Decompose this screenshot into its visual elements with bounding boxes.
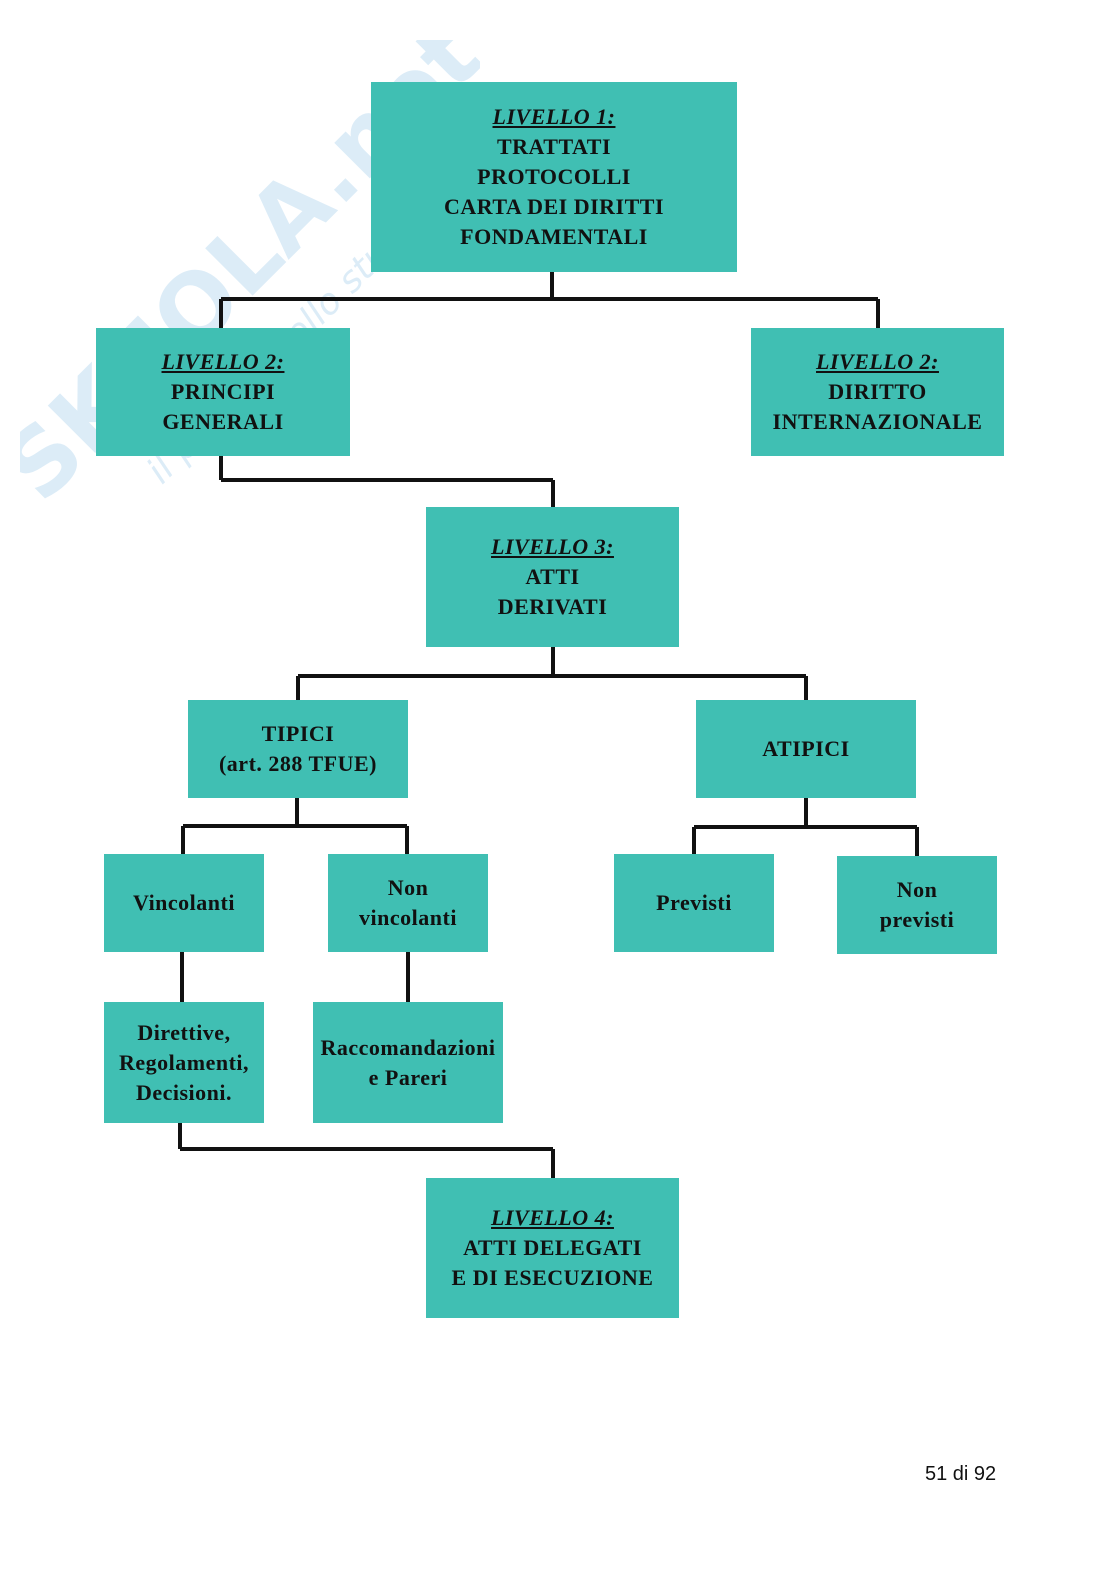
page-number: 51 di 92 <box>925 1463 997 1485</box>
box-text: GENERALI <box>162 409 284 434</box>
box-previsti: Previsti <box>614 854 774 952</box>
box-vincolanti: Vincolanti <box>104 854 264 952</box>
box-text: PRINCIPI <box>170 379 276 404</box>
box-tipici: TIPICI (art. 288 TFUE) <box>188 700 408 798</box>
box-livello-1: LIVELLO 1: TRATTATI PROTOCOLLI CARTA DEI… <box>371 82 737 272</box>
box-text: TRATTATI <box>496 134 612 159</box>
box-text: Previsti <box>656 890 732 915</box>
level-label: LIVELLO 2: <box>816 349 939 374</box>
box-livello-3: LIVELLO 3: ATTI DERIVATI <box>426 507 679 647</box>
level-label: LIVELLO 4: <box>491 1205 614 1230</box>
box-text: CARTA DEI DIRITTI <box>443 194 665 219</box>
box-text: FONDAMENTALI <box>460 224 648 249</box>
box-text: Vincolanti <box>133 890 235 915</box>
box-text: INTERNAZIONALE <box>772 409 983 434</box>
box-text: vincolanti <box>359 905 457 930</box>
box-text: Raccomandazioni <box>320 1034 496 1060</box>
box-text: PROTOCOLLI <box>477 164 631 189</box>
box-raccomandazioni-pareri: Raccomandazioni e Pareri <box>313 1002 503 1123</box>
box-non-vincolanti: Non vincolanti <box>328 854 488 952</box>
box-text: e Pareri <box>368 1064 448 1090</box>
box-livello-4: LIVELLO 4: ATTI DELEGATI E DI ESECUZIONE <box>426 1178 679 1318</box>
box-text: TIPICI <box>261 721 335 746</box>
box-text: Non <box>896 877 938 902</box>
box-text: Decisioni. <box>135 1079 233 1105</box>
box-text: ATIPICI <box>762 736 850 761</box>
box-text: Direttive, <box>137 1019 231 1045</box>
level-label: LIVELLO 1: <box>492 104 616 129</box>
box-direttive-regolamenti-decisioni: Direttive, Regolamenti, Decisioni. <box>104 1002 264 1123</box>
box-text: ATTI DELEGATI <box>463 1235 642 1260</box>
box-non-previsti: Non previsti <box>837 856 997 954</box>
box-livello-2-diritto-internazionale: LIVELLO 2: DIRITTO INTERNAZIONALE <box>751 328 1004 456</box>
level-label: LIVELLO 2: <box>161 349 285 374</box>
box-text: (art. 288 TFUE) <box>218 751 378 776</box>
box-atipici: ATIPICI <box>696 700 916 798</box>
box-text: ATTI <box>525 564 580 589</box>
box-text: Regolamenti, <box>118 1049 250 1075</box>
level-label: LIVELLO 3: <box>491 534 614 559</box>
box-text: Non <box>387 875 429 900</box>
box-text: DERIVATI <box>497 594 608 619</box>
box-text: previsti <box>879 907 955 932</box>
box-text: E DI ESECUZIONE <box>451 1265 654 1290</box>
box-text: DIRITTO <box>828 379 927 404</box>
box-livello-2-principi-generali: LIVELLO 2: PRINCIPI GENERALI <box>96 328 350 456</box>
